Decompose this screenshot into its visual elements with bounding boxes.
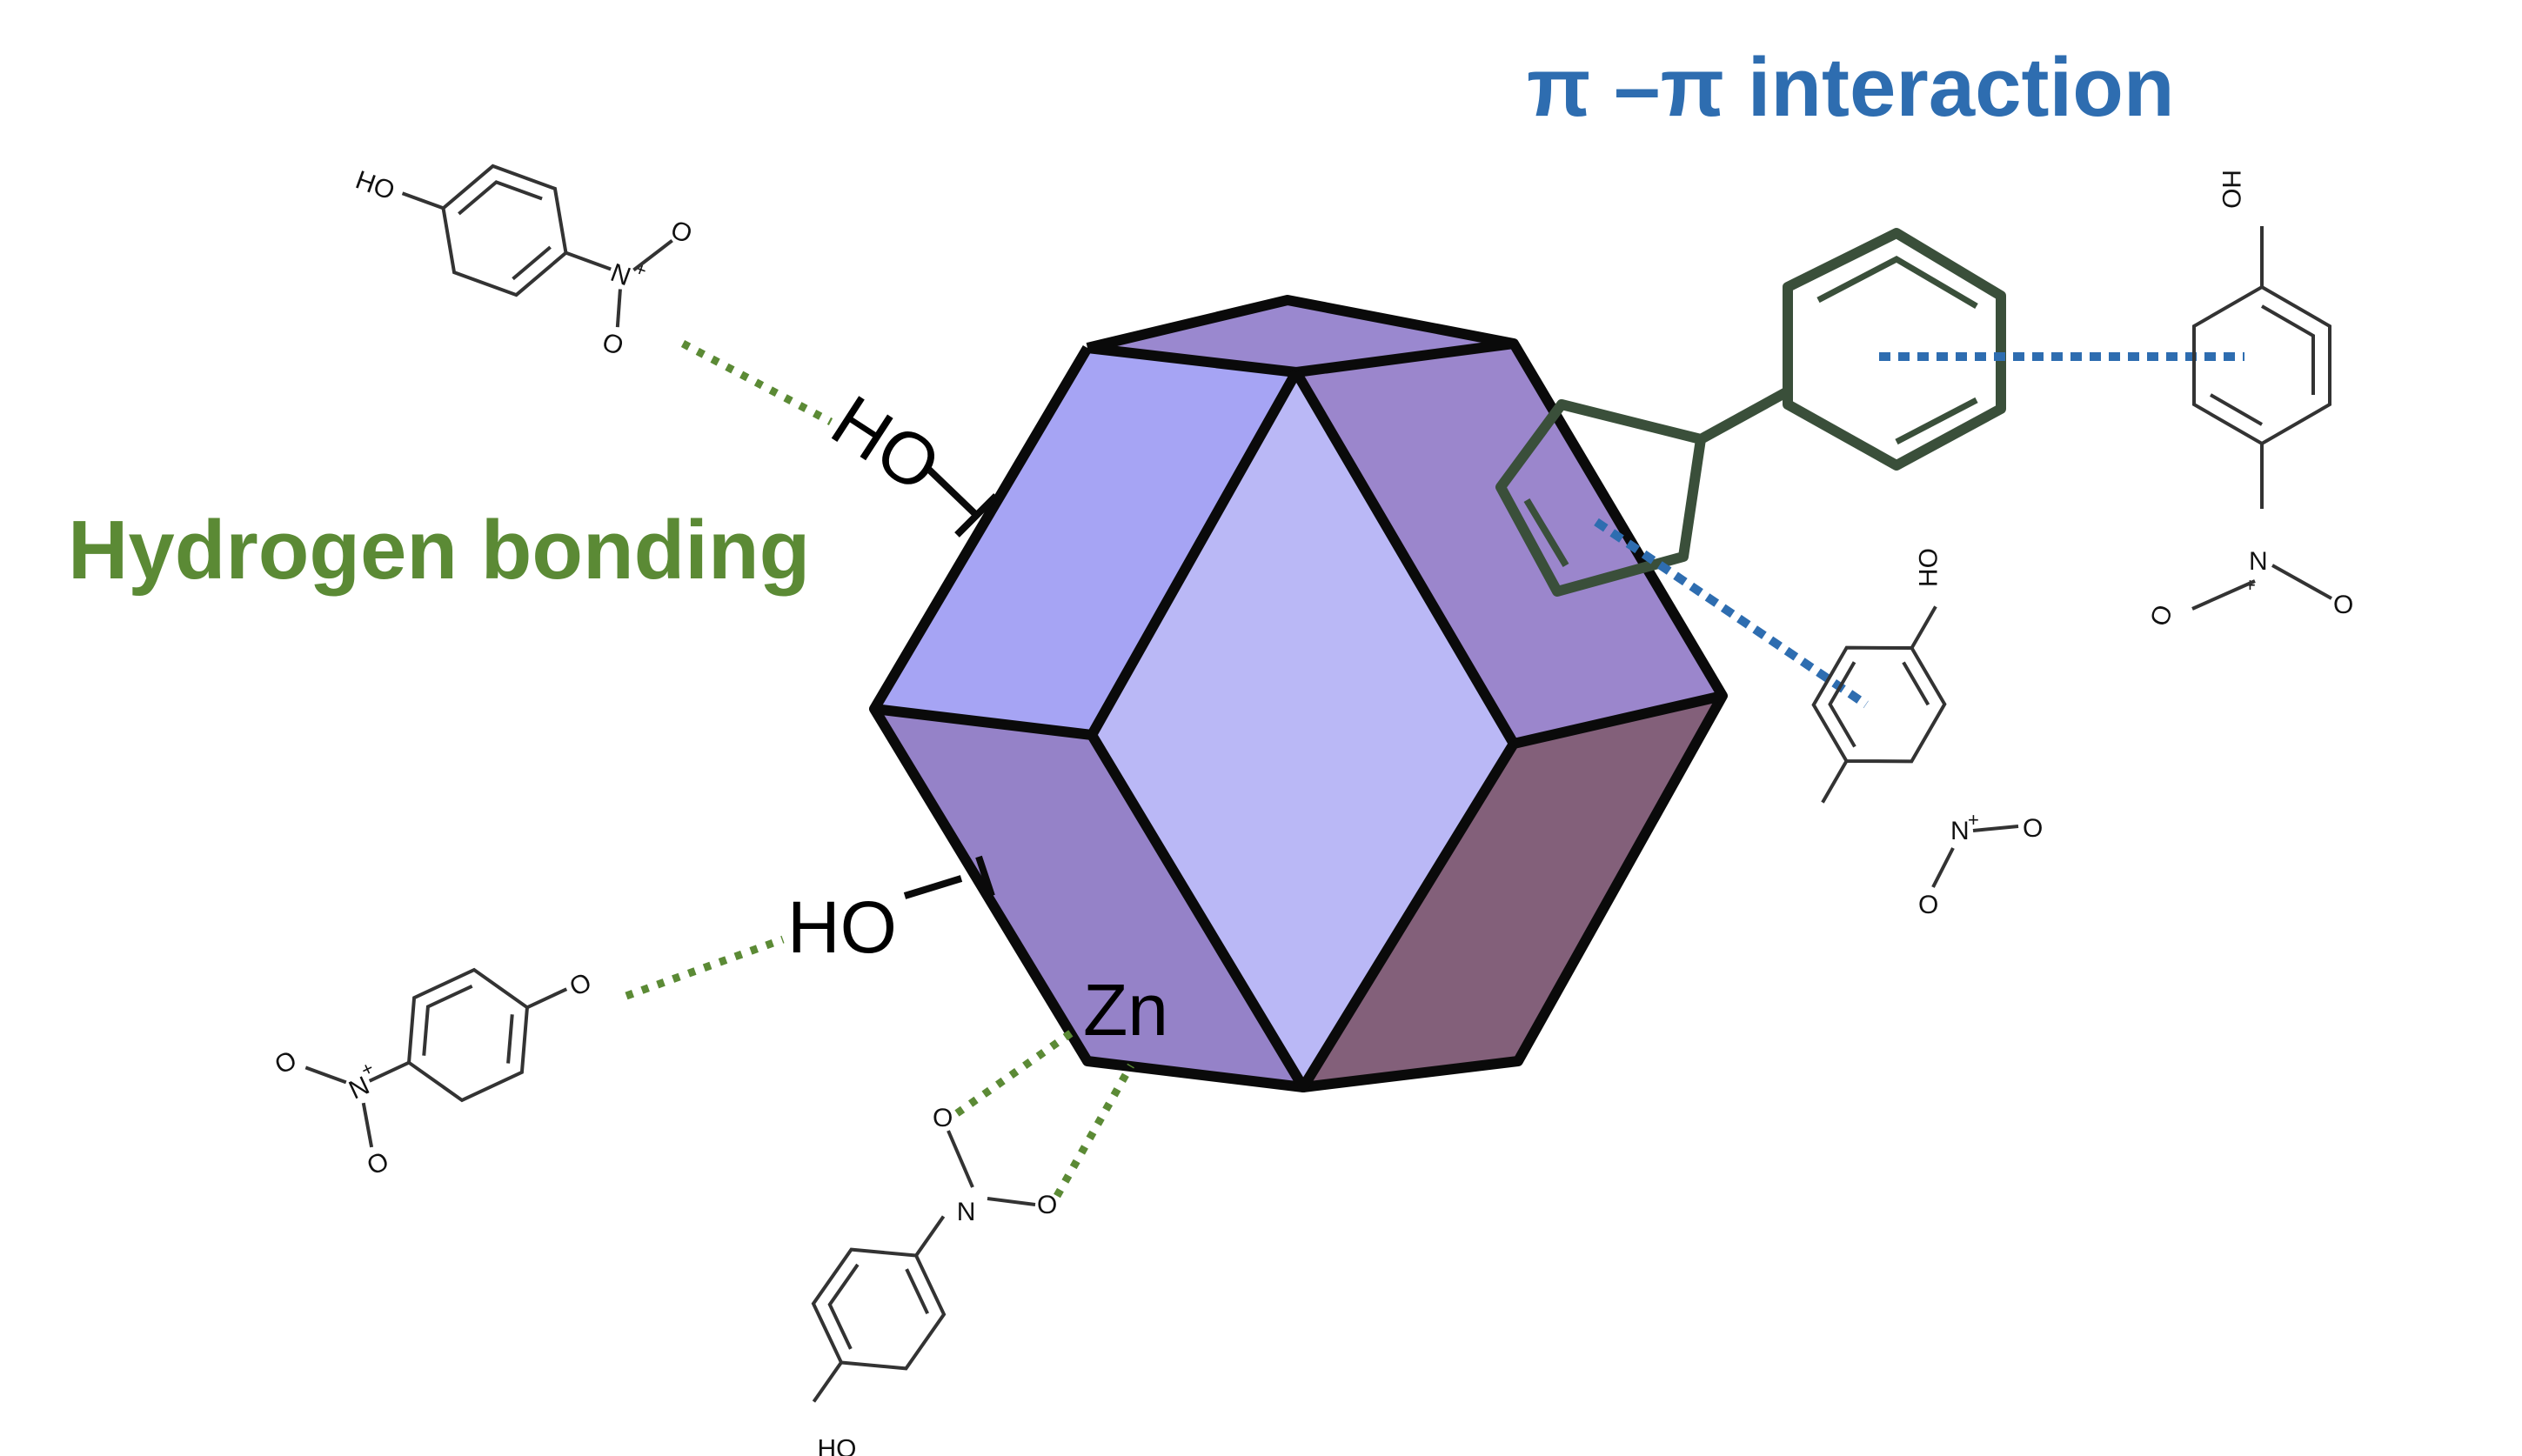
hydroxyl-upper: HO	[818, 379, 999, 538]
nitrophenol-top-left: HO N + O O	[351, 164, 696, 361]
outline	[869, 295, 1728, 1092]
hydrogen-bonds	[625, 340, 1134, 1199]
oxygen-minus-label: O	[599, 327, 627, 361]
far-right-hydroxyl: HO	[2217, 170, 2245, 209]
oxygen-label: O	[271, 1045, 301, 1080]
far-right-nitrogen: N	[2249, 547, 2268, 576]
face-lower-left	[874, 709, 1303, 1087]
imidazole-phenyl-linker	[1495, 228, 2006, 597]
ho-upper-link	[927, 467, 977, 516]
far-right-no-double	[2271, 564, 2332, 600]
ho-upper-label: HO	[818, 379, 954, 507]
pi-pi-lower	[1594, 518, 1869, 709]
phenyl-inner-bonds	[1816, 255, 1978, 310]
ho-lower-link	[903, 875, 963, 899]
bottom-no2-bond-2	[987, 1197, 1036, 1206]
rhombic-dodecahedron	[869, 295, 1728, 1092]
mid-right-oxygen: O	[2023, 814, 2043, 843]
nitrogen-label: N	[607, 258, 635, 291]
hbond-upper	[680, 340, 833, 425]
face-upper-left	[874, 348, 1296, 735]
phenyl-ring	[1783, 228, 2006, 471]
hydroxyl-label: HO	[1914, 548, 1943, 587]
pi-pi-lines	[1594, 352, 2244, 709]
inner-edge-left	[873, 704, 1093, 740]
nitrophenol-mid-right: HO	[1811, 548, 1947, 804]
hydrogen-bonding-label: Hydrogen bonding	[68, 504, 810, 597]
far-right-oxygen: O	[2333, 591, 2353, 619]
face-lower-right	[1303, 696, 1723, 1087]
nitrophenol-far-right	[2192, 226, 2331, 509]
imidazole-ring	[1495, 399, 1706, 597]
oxygen-label-2: O	[363, 1146, 393, 1181]
ho-upper-tick	[954, 493, 999, 538]
bottom-oxygen-top: O	[933, 1104, 953, 1132]
hydroxyl-label: HO	[351, 165, 398, 205]
mid-right-nitrogen: N	[1950, 817, 1970, 845]
nitrogen-label: N	[957, 1198, 976, 1226]
inner-edge-front	[1087, 369, 1519, 1092]
nitrophenol-bottom: HO N	[811, 1198, 976, 1456]
mid-right-no-double	[1972, 825, 2019, 832]
hbond-zn-1	[954, 1027, 1077, 1117]
hbond-lower	[625, 935, 785, 1000]
far-right-oxygen-minus: O	[2145, 601, 2179, 630]
mid-right-oxygen-minus: O	[1918, 891, 1938, 919]
pi-pi-interaction-label: π –π interaction	[1527, 41, 2174, 134]
ho-lower-tick	[975, 855, 995, 898]
phenyl-inner-bond-2	[1895, 397, 1978, 445]
mid-right-no-single	[1931, 847, 1955, 888]
zn-label: Zn	[1083, 969, 1168, 1051]
bottom-no2-bond-1	[947, 1130, 974, 1188]
phenolate-oxygen-label: O	[565, 968, 596, 1003]
bottom-oxygen-right: O	[1037, 1191, 1057, 1219]
oxygen-label: O	[667, 216, 696, 250]
face-upper-right	[1296, 344, 1723, 744]
imidazole-phenyl-bond	[1698, 386, 1790, 444]
ho-lower-label: HO	[787, 886, 897, 968]
far-right-no-single	[2191, 579, 2256, 611]
imidazole-inner-bond	[1523, 498, 1569, 568]
hydroxyl-label: HO	[818, 1434, 857, 1456]
hbond-zn-2	[1054, 1063, 1134, 1199]
nitrophenol-lower-left: O N + O O	[271, 968, 596, 1181]
inner-edge-right	[1512, 691, 1724, 749]
hydroxyl-lower: HO	[787, 855, 995, 968]
mid-right-charge-plus: +	[1968, 809, 1979, 831]
